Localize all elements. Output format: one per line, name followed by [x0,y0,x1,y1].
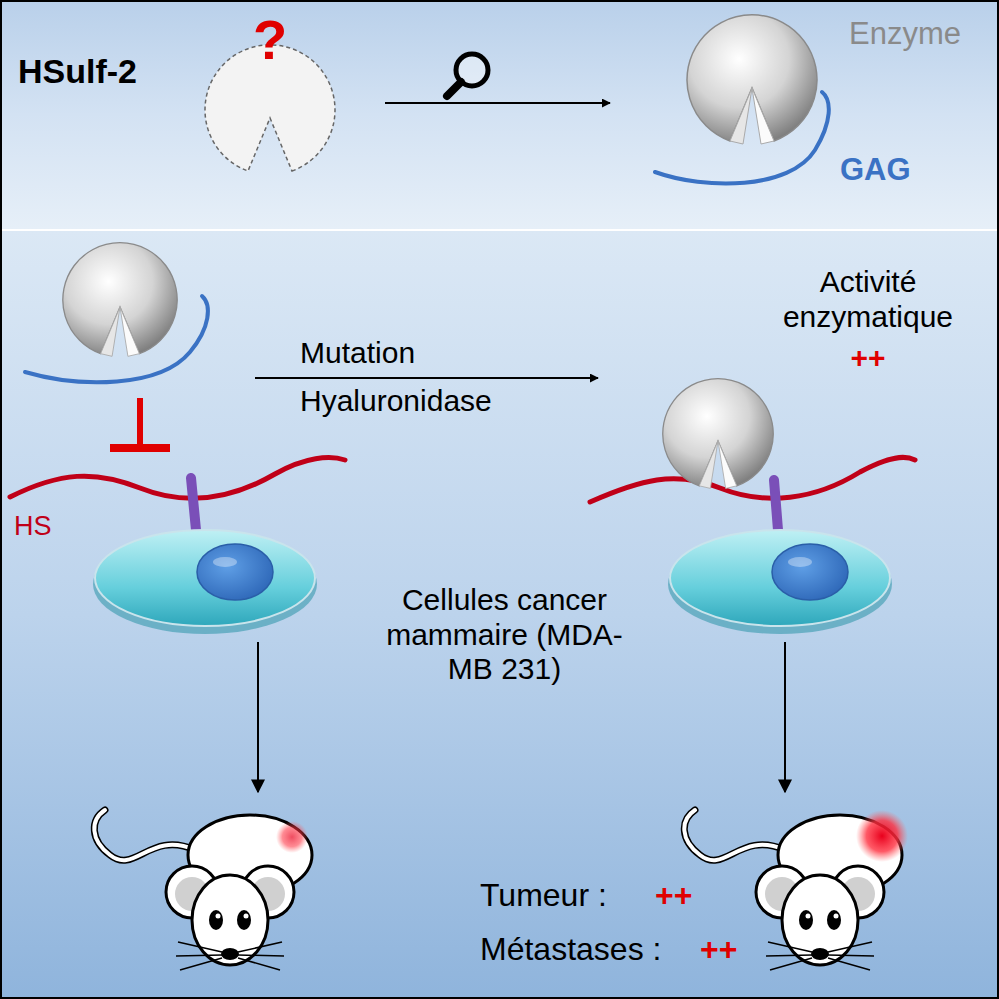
treatment-label: Mutation Hyaluronidase [300,329,510,425]
question-mark: ? [240,8,300,72]
cell-label: Cellules cancer mammaire (MDA-MB 231) [372,583,637,687]
tumor-label: Tumeur : [480,877,650,914]
metastasis-label: Métastases : [480,931,695,968]
gag-label: GAG [840,152,970,188]
increase-mark: ++ [700,931,750,968]
top-band: HSulf-2? EnzymeGAG [0,0,999,229]
hs-label: HS [14,511,84,542]
bottom-band: HS Mutation Hyaluronidase Activité enzymat… [0,231,999,999]
increase-mark: ++ [655,877,705,914]
title-label: HSulf-2 [18,52,218,91]
enzyme-label: Enzyme [820,16,990,52]
increase-mark: ++ [838,341,898,376]
activity-label: Activité enzymatique [748,265,988,334]
